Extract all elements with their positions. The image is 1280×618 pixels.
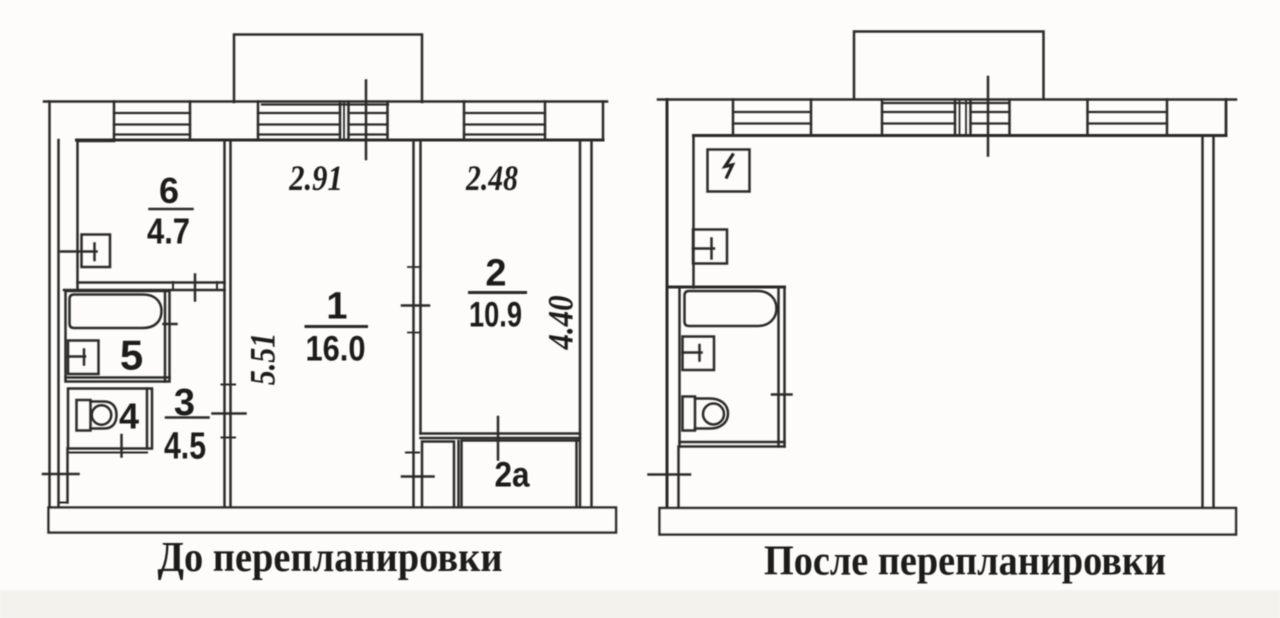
svg-text:4.7: 4.7 [147,211,190,252]
svg-text:5: 5 [120,332,143,379]
svg-text:2a: 2a [495,456,530,495]
svg-text:6: 6 [159,170,179,211]
svg-text:4.5: 4.5 [164,426,206,468]
svg-text:16.0: 16.0 [306,330,366,369]
svg-text:1: 1 [326,286,347,328]
svg-text:4: 4 [119,396,139,437]
svg-text:3: 3 [174,382,195,424]
svg-text:5.51: 5.51 [243,333,283,386]
svg-text:2: 2 [485,253,506,295]
svg-text:2.48: 2.48 [465,158,518,198]
svg-text:4.40: 4.40 [541,296,581,351]
svg-text:До перепланировки: До перепланировки [158,535,503,581]
svg-text:После перепланировки: После перепланировки [764,539,1166,585]
svg-text:10.9: 10.9 [469,296,522,335]
svg-text:2.91: 2.91 [288,158,342,198]
